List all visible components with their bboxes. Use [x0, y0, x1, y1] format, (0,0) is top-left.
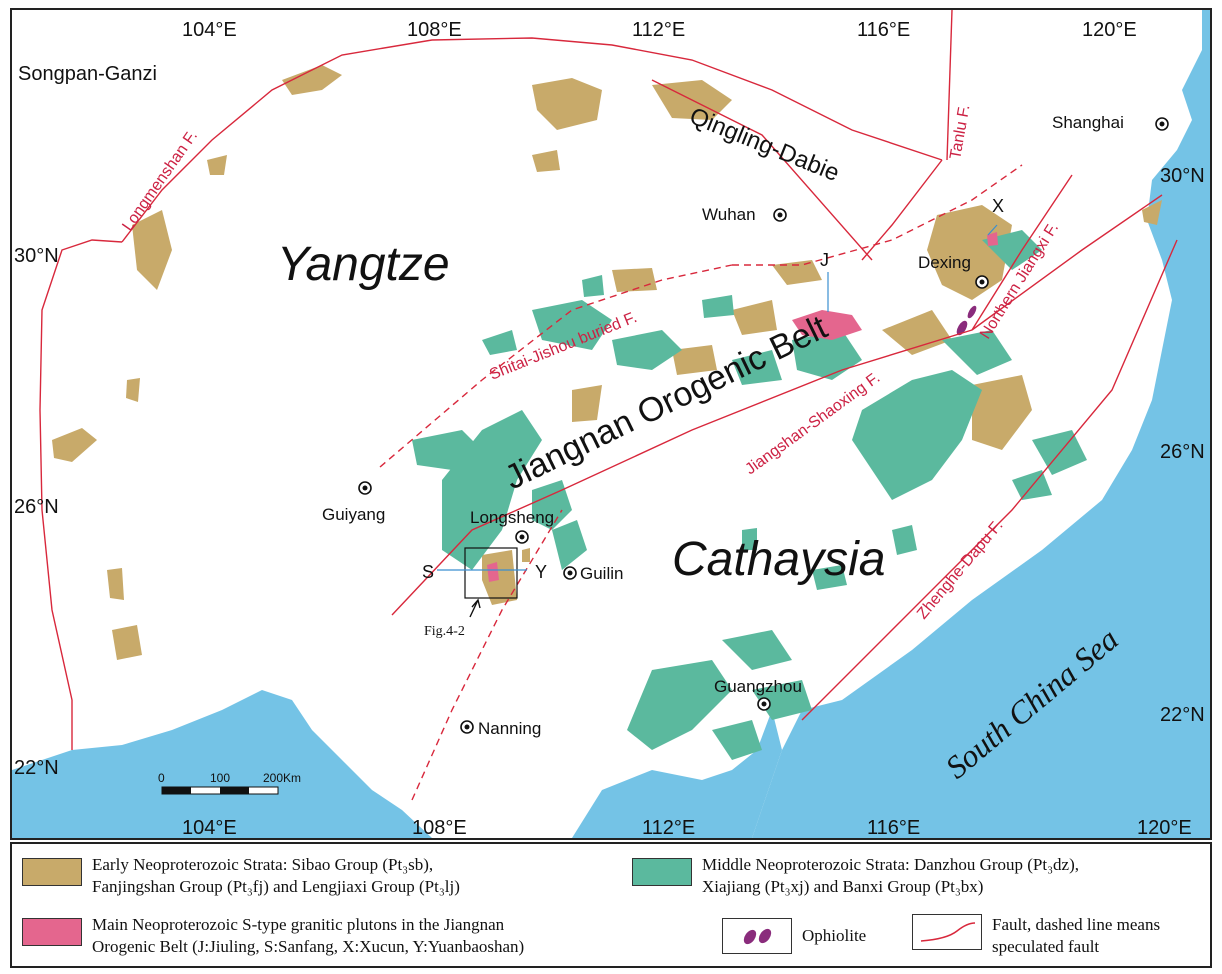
city-guiyang: Guiyang	[322, 505, 385, 524]
legend-early-strata: Early Neoproterozoic Strata: Sibao Group…	[22, 854, 460, 898]
fault-label-tanlu: Tanlu F.	[947, 103, 973, 160]
legend-early-line2: Fanjingshan Group (Pt₃fj) and Lengjiaxi …	[92, 877, 460, 896]
legend-granite-line1: Main Neoproterozoic S-type granitic plut…	[92, 915, 505, 934]
top-lon-112: 112°E	[632, 19, 685, 41]
legend-swatch-early	[22, 858, 82, 886]
right-lat-30: 30°N	[1160, 165, 1205, 187]
city-marker-centers	[362, 121, 1165, 730]
ophiolite-bodies	[956, 305, 977, 336]
right-lat-22: 22°N	[1160, 704, 1205, 726]
speculated-fault-lines	[379, 164, 1023, 801]
bottom-lon-108: 108°E	[412, 817, 467, 838]
legend-middle-line1: Middle Neoproterozoic Strata: Danzhou Gr…	[702, 855, 1079, 874]
fault-lines	[39, 10, 1178, 750]
left-lat-26: 26°N	[14, 496, 59, 518]
marker-y: Y	[535, 562, 547, 582]
legend-swatch-granite	[22, 918, 82, 946]
bottom-lon-116: 116°E	[867, 817, 920, 838]
legend-ophiolite-icon	[722, 918, 792, 954]
legend-early-line1: Early Neoproterozoic Strata: Sibao Group…	[92, 855, 434, 874]
legend: Early Neoproterozoic Strata: Sibao Group…	[10, 842, 1212, 968]
legend-granite-line2: Orogenic Belt (J:Jiuling, S:Sanfang, X:X…	[92, 937, 525, 956]
scale-tick-0: 0	[158, 771, 165, 785]
region-songpan: Songpan-Ganzi	[18, 63, 157, 85]
left-lat-22: 22°N	[14, 757, 59, 779]
city-guangzhou: Guangzhou	[714, 677, 802, 696]
legend-granite: Main Neoproterozoic S-type granitic plut…	[22, 914, 524, 958]
region-cathaysia: Cathaysia	[672, 533, 885, 586]
legend-swatch-middle	[632, 858, 692, 886]
scale-tick-100: 100	[210, 771, 230, 785]
right-lat-26: 26°N	[1160, 441, 1205, 463]
legend-fault-line2: speculated fault	[992, 937, 1100, 956]
region-yangtze: Yangtze	[277, 238, 450, 291]
scale-tick-200: 200Km	[263, 771, 301, 785]
top-lon-116: 116°E	[857, 19, 910, 41]
left-lat-30: 30°N	[14, 245, 59, 267]
top-lon-104: 104°E	[182, 19, 237, 41]
bottom-lon-104: 104°E	[182, 817, 237, 838]
map-frame: 0 100 200Km 104°E 108°E 112°E 116°E 120°…	[10, 8, 1212, 840]
sea-south-bay	[572, 710, 782, 838]
top-lon-108: 108°E	[407, 19, 462, 41]
marker-s: S	[422, 562, 434, 582]
city-longsheng: Longsheng	[470, 508, 554, 527]
city-shanghai: Shanghai	[1052, 113, 1124, 132]
fig-arrow	[469, 598, 481, 618]
top-lon-120: 120°E	[1082, 19, 1137, 41]
granite-plutons	[487, 232, 998, 582]
profile-x	[987, 224, 998, 236]
marker-fig: Fig.4-2	[424, 624, 465, 639]
city-nanning: Nanning	[478, 719, 541, 738]
sea-east	[752, 10, 1210, 838]
city-guilin: Guilin	[580, 564, 623, 583]
fig-4-2-box[interactable]	[464, 547, 518, 599]
geologic-map: 0 100 200Km 104°E 108°E 112°E 116°E 120°…	[12, 10, 1210, 838]
middle-strata-outcrops	[412, 230, 1087, 760]
city-wuhan: Wuhan	[702, 205, 756, 224]
legend-fault-line1: Fault, dashed line means	[992, 915, 1161, 934]
bottom-lon-112: 112°E	[642, 817, 695, 838]
bottom-lon-120: 120°E	[1137, 817, 1192, 838]
city-dexing: Dexing	[918, 253, 971, 272]
scale-bar: 0 100 200Km	[158, 771, 301, 795]
legend-middle-strata: Middle Neoproterozoic Strata: Danzhou Gr…	[632, 854, 1079, 898]
sea-southwest	[12, 690, 432, 838]
marker-j: J	[820, 250, 829, 270]
legend-ophiolite-label: Ophiolite	[802, 926, 867, 945]
marker-x: X	[992, 196, 1004, 216]
legend-middle-line2: Xiajiang (Pt₃xj) and Banxi Group (Pt₃bx)	[702, 877, 984, 896]
legend-fault: Fault, dashed line means speculated faul…	[912, 914, 1160, 958]
legend-ophiolite: Ophiolite	[722, 918, 866, 954]
legend-fault-icon	[912, 914, 982, 950]
region-qingling: Qingling-Dabie	[686, 103, 843, 188]
